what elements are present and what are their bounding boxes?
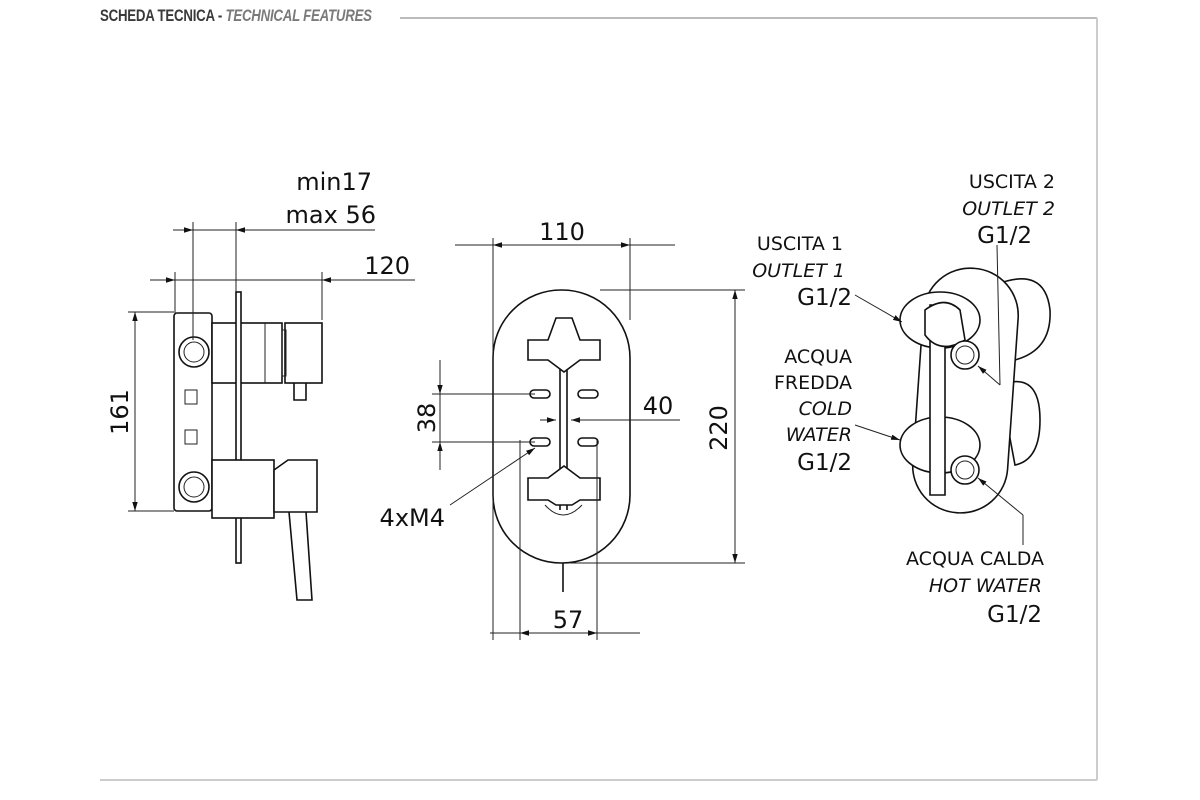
outlet2-en: OUTLET 2 <box>962 198 1055 220</box>
outlet2-size: G1/2 <box>977 223 1032 249</box>
header-title-it: SCHEDA TECNICA <box>100 6 215 25</box>
outlet1-size: G1/2 <box>797 285 852 311</box>
outlet1-it: USCITA 1 <box>757 233 843 255</box>
hot-it: ACQUA CALDA <box>906 548 1044 570</box>
cold-it-2: FREDDA <box>774 372 852 394</box>
screws-label: 4xM4 <box>380 504 445 532</box>
page-frame <box>100 17 1098 781</box>
dim-height-161: 161 <box>106 389 134 435</box>
cold-size: G1/2 <box>797 450 852 476</box>
dim-hole-spacing-38: 38 <box>413 403 441 434</box>
dim-width-110: 110 <box>539 218 585 246</box>
side-view <box>128 222 415 601</box>
front-view <box>432 238 745 640</box>
cold-en-1: COLD <box>799 398 852 420</box>
cold-it-1: ACQUA <box>784 346 852 368</box>
header-title-en: TECHNICAL FEATURES <box>225 6 372 25</box>
hot-size: G1/2 <box>987 602 1042 628</box>
header-separator: - <box>217 6 223 25</box>
outlet1-en: OUTLET 1 <box>752 260 845 282</box>
dim-depth-max: max 56 <box>286 201 376 229</box>
dim-hole-spacing-40: 40 <box>643 392 674 420</box>
hot-en: HOT WATER <box>929 575 1042 597</box>
dim-bottom-57: 57 <box>553 606 584 634</box>
dim-depth-min: min17 <box>296 168 372 196</box>
outlet2-it: USCITA 2 <box>969 171 1055 193</box>
cold-en-2: WATER <box>786 424 852 446</box>
dim-length: 120 <box>364 252 410 280</box>
sheet-header: SCHEDA TECNICA - TECHNICAL FEATURES <box>100 6 372 26</box>
dim-height-220: 220 <box>705 405 733 451</box>
iso-view <box>854 244 1051 545</box>
